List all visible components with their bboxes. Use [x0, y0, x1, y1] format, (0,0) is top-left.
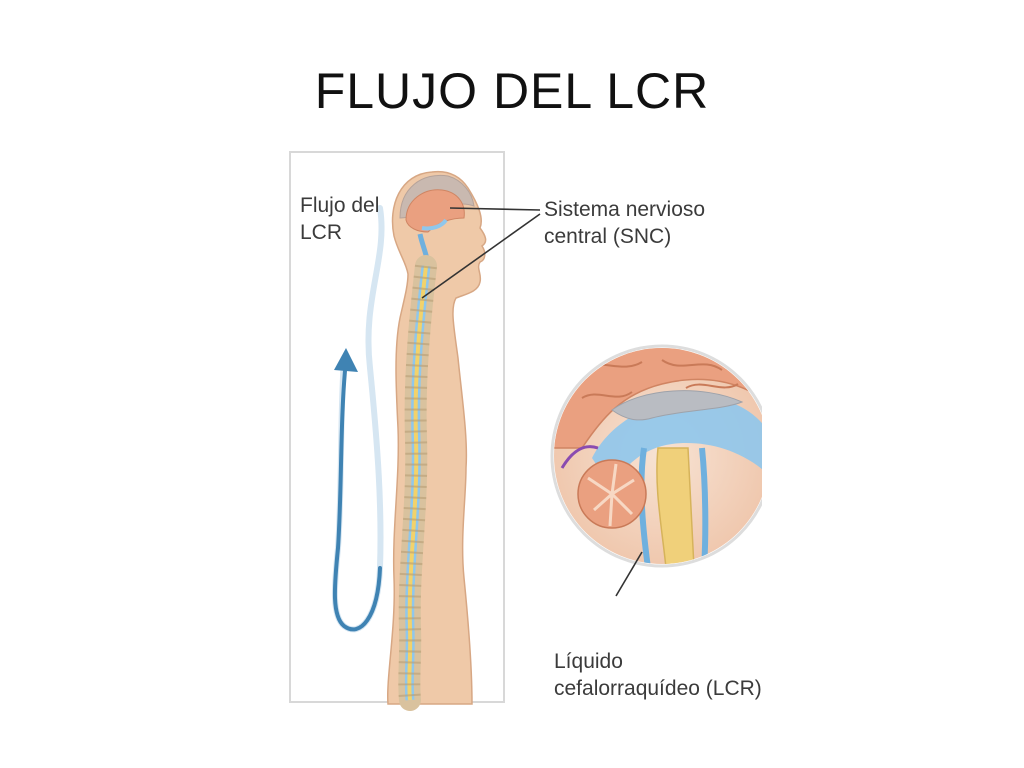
- cerebellum: [577, 459, 647, 529]
- csf-flow-label-line1: Flujo del: [300, 194, 380, 217]
- csf-flow-illustration: Flujo del LCR Sistema nervioso central (…: [282, 148, 762, 723]
- csf-flow-label-line2: LCR: [300, 221, 343, 244]
- csf-label: Líquido cefalorraquídeo (LCR): [554, 648, 762, 702]
- cns-label-line2: central (SNC): [544, 225, 672, 248]
- csf-label-line2: cefalorraquídeo (LCR): [554, 677, 762, 700]
- csf-flow-arrow: [331, 205, 385, 633]
- brain-inset: [550, 344, 762, 568]
- csf-pointer-line: [615, 551, 643, 597]
- csf-label-line1: Líquido: [554, 650, 623, 673]
- spinal-column: [398, 255, 437, 711]
- cns-label: Sistema nervioso central (SNC): [544, 196, 705, 250]
- cns-label-line1: Sistema nervioso: [544, 198, 706, 221]
- cns-pointer-lines: [421, 207, 541, 299]
- slide-title: FLUJO DEL LCR: [314, 63, 710, 119]
- illustration-artwork: [289, 151, 762, 711]
- csf-flow-label: Flujo del LCR: [300, 192, 379, 246]
